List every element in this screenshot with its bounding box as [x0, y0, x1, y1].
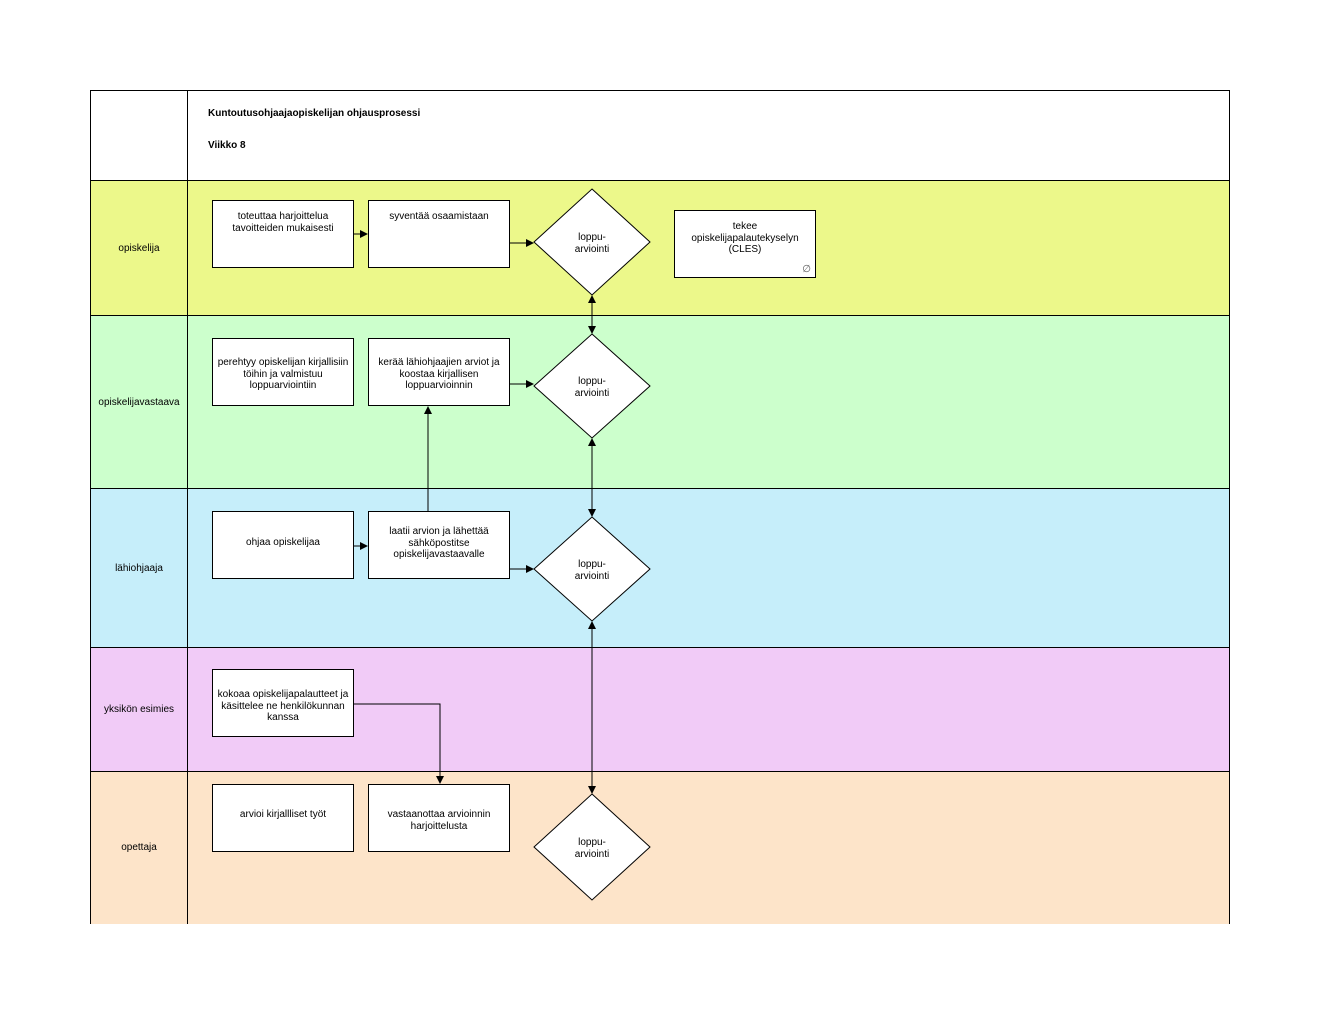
process-box-arvioi-tyot: arvioi kirjallliset työt: [212, 784, 354, 852]
process-box-label: kokoaa opiskelijapalautteet ja käsittele…: [217, 689, 349, 723]
lane-label-opiskelija: opiskelija: [118, 242, 160, 254]
decision-label: loppu-arviointi: [574, 837, 610, 860]
process-box-ohjaa-opiskelijaa: ohjaa opiskelijaa: [212, 511, 354, 579]
lane-label-opettaja: opettaja: [121, 842, 157, 853]
header-lane: [90, 90, 1230, 181]
process-box-label: vastaanottaa arvioinnin harjoittelusta: [387, 809, 491, 832]
process-box-laatii-arvion: laatii arvion ja lähettää sähköpostitse …: [368, 511, 510, 579]
arrow-b8-b10: [354, 703, 444, 784]
process-box-label: arvioi kirjallliset työt: [239, 809, 327, 820]
process-box-label: perehtyy opiskelijan kirjallisiin töihin…: [217, 357, 349, 391]
process-box-label: tekee opiskelijapalautekyselyn (CLES): [691, 221, 799, 255]
diagram-subtitle: Viikko 8: [208, 140, 246, 151]
process-box-tekee-palautekyselyn[interactable]: tekee opiskelijapalautekyselyn (CLES) ∅: [674, 210, 816, 278]
process-box-label: toteuttaa harjoittelua tavoitteiden muka…: [232, 211, 334, 234]
diagram-title: Kuntoutusohjaajaopiskelijan ohjausproses…: [208, 108, 421, 119]
decision-label: loppu-arviointi: [574, 232, 610, 255]
process-box-label: ohjaa opiskelijaa: [246, 537, 320, 548]
lane-label-yksikon-esimies: yksikön esimies: [103, 704, 175, 715]
lane-label-lahiohjaaja: lähiohjaaja: [115, 562, 163, 574]
process-box-toteuttaa-harjoittelua: toteuttaa harjoittelua tavoitteiden muka…: [212, 200, 354, 268]
lane-divider: [187, 90, 188, 924]
process-box-label: syventää osaamistaan: [389, 211, 489, 222]
link-icon[interactable]: ∅: [802, 263, 811, 275]
decision-label: loppu-arviointi: [574, 559, 610, 582]
process-box-perehtyy-toihin: perehtyy opiskelijan kirjallisiin töihin…: [212, 338, 354, 406]
process-box-vastaanottaa-arvioinnin: vastaanottaa arvioinnin harjoittelusta: [368, 784, 510, 852]
process-box-kokoaa-palautteet: kokoaa opiskelijapalautteet ja käsittele…: [212, 669, 354, 737]
process-box-label: kerää lähiohjaajien arviot ja koostaa ki…: [378, 357, 500, 391]
decision-label: loppu-arviointi: [574, 376, 610, 399]
lane-label-opiskelijavastaava: opiskelijavastaava: [98, 396, 180, 408]
decision-diamond-opettaja: [533, 793, 651, 901]
process-box-keraa-arviot: kerää lähiohjaajien arviot ja koostaa ki…: [368, 338, 510, 406]
process-box-label: laatii arvion ja lähettää sähköpostitse …: [389, 526, 489, 560]
process-box-syventaa-osaamistaan: syventää osaamistaan: [368, 200, 510, 268]
